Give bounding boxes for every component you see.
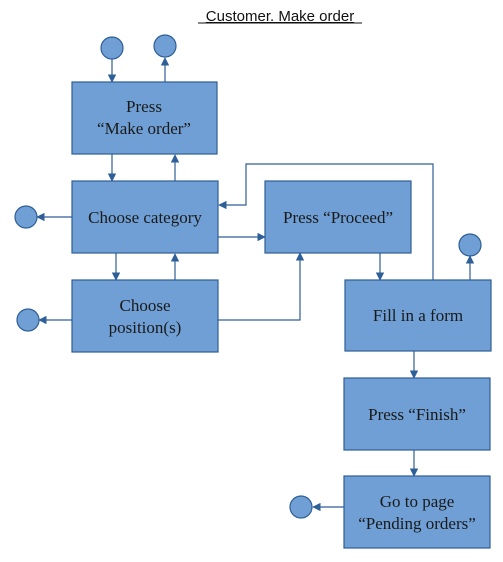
label-go-pending-1: Go to page (380, 492, 455, 511)
label-press-proceed: Press “Proceed” (283, 208, 393, 227)
start-node (100, 36, 124, 60)
label-choose-positions-1: Choose (120, 296, 171, 315)
label-press-finish: Press “Finish” (368, 405, 466, 424)
exit-node-pending (289, 495, 313, 519)
label-fill-form: Fill in a form (373, 306, 463, 325)
box-choose-positions (71, 279, 219, 353)
box-fill-form (344, 279, 492, 352)
label-choose-category: Choose category (88, 208, 202, 227)
exit-node-form (458, 233, 482, 257)
box-press-proceed (264, 180, 412, 254)
connectors (36, 57, 475, 512)
label-make-order-2: “Make order” (97, 119, 191, 138)
box-choose-category (71, 180, 219, 254)
label-go-pending-2: “Pending orders” (358, 514, 476, 533)
exit-node-positions (16, 308, 40, 332)
exit-node-category (14, 205, 38, 229)
box-press-make-order (71, 81, 218, 155)
diagram-title: Customer. Make order (206, 8, 354, 25)
label-make-order-1: Press (126, 97, 162, 116)
arrow-form-to-category (218, 163, 434, 280)
box-go-pending (343, 475, 491, 549)
arrow-positions-to-proceed (218, 252, 305, 321)
box-press-finish (343, 377, 491, 451)
exit-node-make-order (153, 34, 177, 58)
label-choose-positions-2: position(s) (109, 318, 182, 337)
